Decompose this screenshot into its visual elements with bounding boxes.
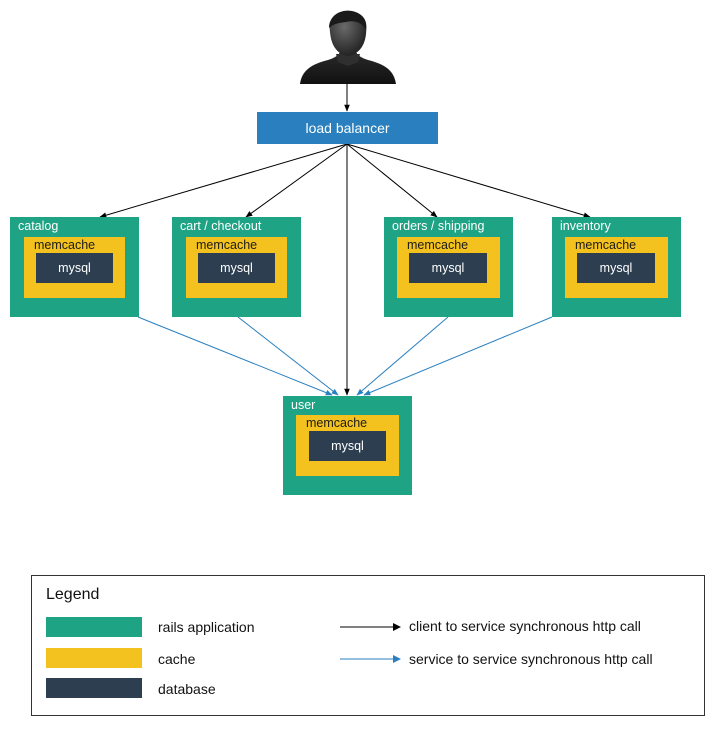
legend-label-rails-application: rails application	[158, 619, 255, 635]
database-label: mysql	[58, 261, 91, 275]
arrow-catalog-to-user	[137, 316, 333, 396]
cache-box: memcache mysql	[186, 237, 287, 298]
database-box: mysql	[198, 253, 275, 283]
swatch-cache	[46, 648, 142, 668]
cache-box: memcache mysql	[565, 237, 668, 298]
service-label: catalog	[18, 219, 59, 233]
legend-label-service-call: service to service synchronous http call	[409, 651, 653, 667]
database-box: mysql	[36, 253, 113, 283]
cache-label: memcache	[34, 238, 96, 252]
database-label: mysql	[599, 261, 633, 275]
arrow-lb-to-inventory	[346, 143, 591, 218]
cache-box: memcache mysql	[24, 237, 125, 298]
legend: Legend rails application cache database …	[31, 575, 705, 716]
database-label: mysql	[220, 261, 253, 275]
arrow-lb-to-catalog	[99, 143, 348, 218]
service-label: inventory	[560, 219, 611, 233]
arrow-inventory-to-user	[363, 316, 553, 396]
database-label: mysql	[431, 261, 465, 275]
load-balancer-label: load balancer	[305, 120, 390, 136]
cache-box: memcache mysql	[296, 415, 399, 476]
service-label: cart / checkout	[180, 219, 262, 233]
legend-title: Legend	[46, 586, 100, 603]
person-silhouette-icon	[300, 10, 396, 84]
service-cart-checkout: cart / checkout memcache mysql	[172, 217, 301, 317]
service-label: orders / shipping	[392, 219, 485, 233]
cache-label: memcache	[407, 238, 469, 252]
arrow-orders-to-user	[356, 316, 449, 396]
arrow-cart-to-user	[237, 316, 339, 396]
legend-arrow-client	[340, 623, 401, 631]
service-user: user memcache mysql	[283, 396, 412, 495]
load-balancer: load balancer	[257, 112, 438, 144]
service-orders-shipping: orders / shipping memcache mysql	[384, 217, 513, 317]
database-box: mysql	[309, 431, 386, 461]
arrow-lb-to-cart	[245, 143, 348, 218]
service-label: user	[291, 398, 316, 412]
database-box: mysql	[409, 253, 487, 283]
cache-label: memcache	[306, 416, 368, 430]
legend-arrow-service	[340, 655, 401, 663]
swatch-rails-application	[46, 617, 142, 637]
legend-label-client-call: client to service synchronous http call	[409, 618, 641, 634]
legend-label-cache: cache	[158, 651, 196, 667]
legend-label-database: database	[158, 681, 216, 697]
arrow-lb-to-orders	[346, 143, 438, 218]
service-catalog: catalog memcache mysql	[10, 217, 139, 317]
database-box: mysql	[577, 253, 655, 283]
cache-label: memcache	[575, 238, 637, 252]
service-inventory: inventory memcache mysql	[552, 217, 681, 317]
swatch-database	[46, 678, 142, 698]
cache-label: memcache	[196, 238, 258, 252]
cache-box: memcache mysql	[397, 237, 500, 298]
database-label: mysql	[331, 439, 364, 453]
